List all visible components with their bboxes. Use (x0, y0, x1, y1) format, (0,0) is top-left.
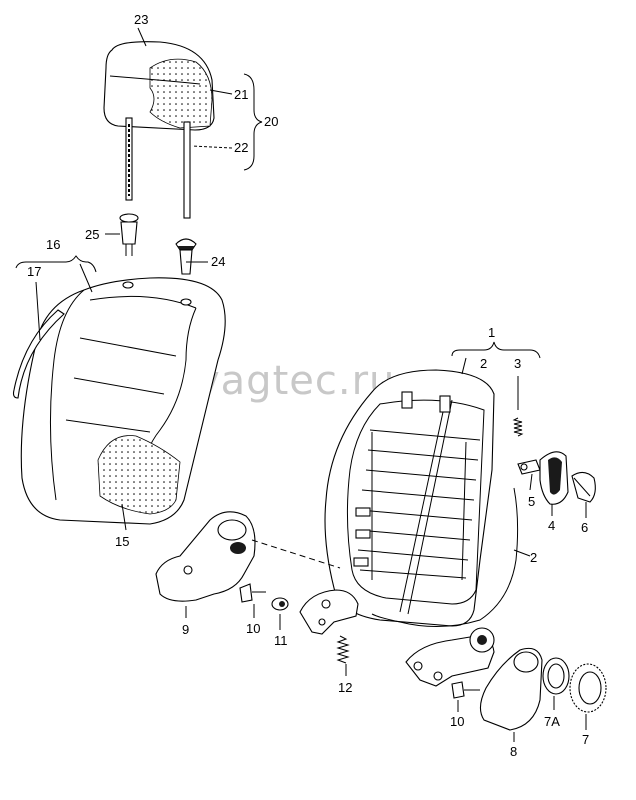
callout-7: 7 (582, 732, 589, 747)
return-spring (336, 635, 350, 664)
callout-8: 8 (510, 744, 517, 759)
callout-6: 6 (581, 520, 588, 535)
release-lever-clip (517, 459, 541, 475)
watermark: vagtec.ru (196, 358, 395, 404)
callout-7A: 7A (544, 714, 560, 729)
release-cable (371, 487, 519, 627)
adjuster-ring (542, 657, 570, 695)
callout-17: 17 (27, 264, 41, 279)
callout-12: 12 (338, 680, 352, 695)
headrest-rod-right (183, 121, 191, 219)
backrest-frame (299, 369, 495, 635)
release-lever (539, 451, 569, 505)
callout-21: 21 (234, 87, 248, 102)
tension-spring (512, 376, 524, 437)
recliner-mechanism (405, 627, 495, 687)
callout-22: 22 (234, 140, 248, 155)
callout-15: 15 (115, 534, 129, 549)
callout-24: 24 (211, 254, 225, 269)
callout-2-cable: 2 (530, 550, 537, 565)
guide-sleeve-locking (105, 213, 139, 256)
callout-23: 23 (134, 12, 148, 27)
callout-11: 11 (274, 633, 288, 648)
spacer-nut (271, 597, 289, 611)
callout-9: 9 (182, 622, 189, 637)
callout-10-lower: 10 (450, 714, 464, 729)
mechanism-cover (479, 647, 543, 731)
adjuster-knob (569, 663, 607, 713)
screw (239, 583, 266, 603)
callout-10-upper: 10 (246, 621, 260, 636)
callout-16: 16 (46, 237, 60, 252)
lever-handle (571, 471, 596, 503)
trim-strip (12, 309, 65, 399)
callout-2-top: 2 (480, 356, 487, 371)
callout-1: 1 (488, 325, 495, 340)
headrest (103, 41, 215, 219)
callout-25: 25 (85, 227, 99, 242)
callout-4: 4 (548, 518, 555, 533)
guide-sleeve (175, 238, 208, 275)
backrest-cover (20, 277, 226, 525)
side-trim-panel (155, 511, 256, 602)
callout-5: 5 (528, 494, 535, 509)
callout-3: 3 (514, 356, 521, 371)
callout-20: 20 (264, 114, 278, 129)
bolt (451, 681, 480, 699)
